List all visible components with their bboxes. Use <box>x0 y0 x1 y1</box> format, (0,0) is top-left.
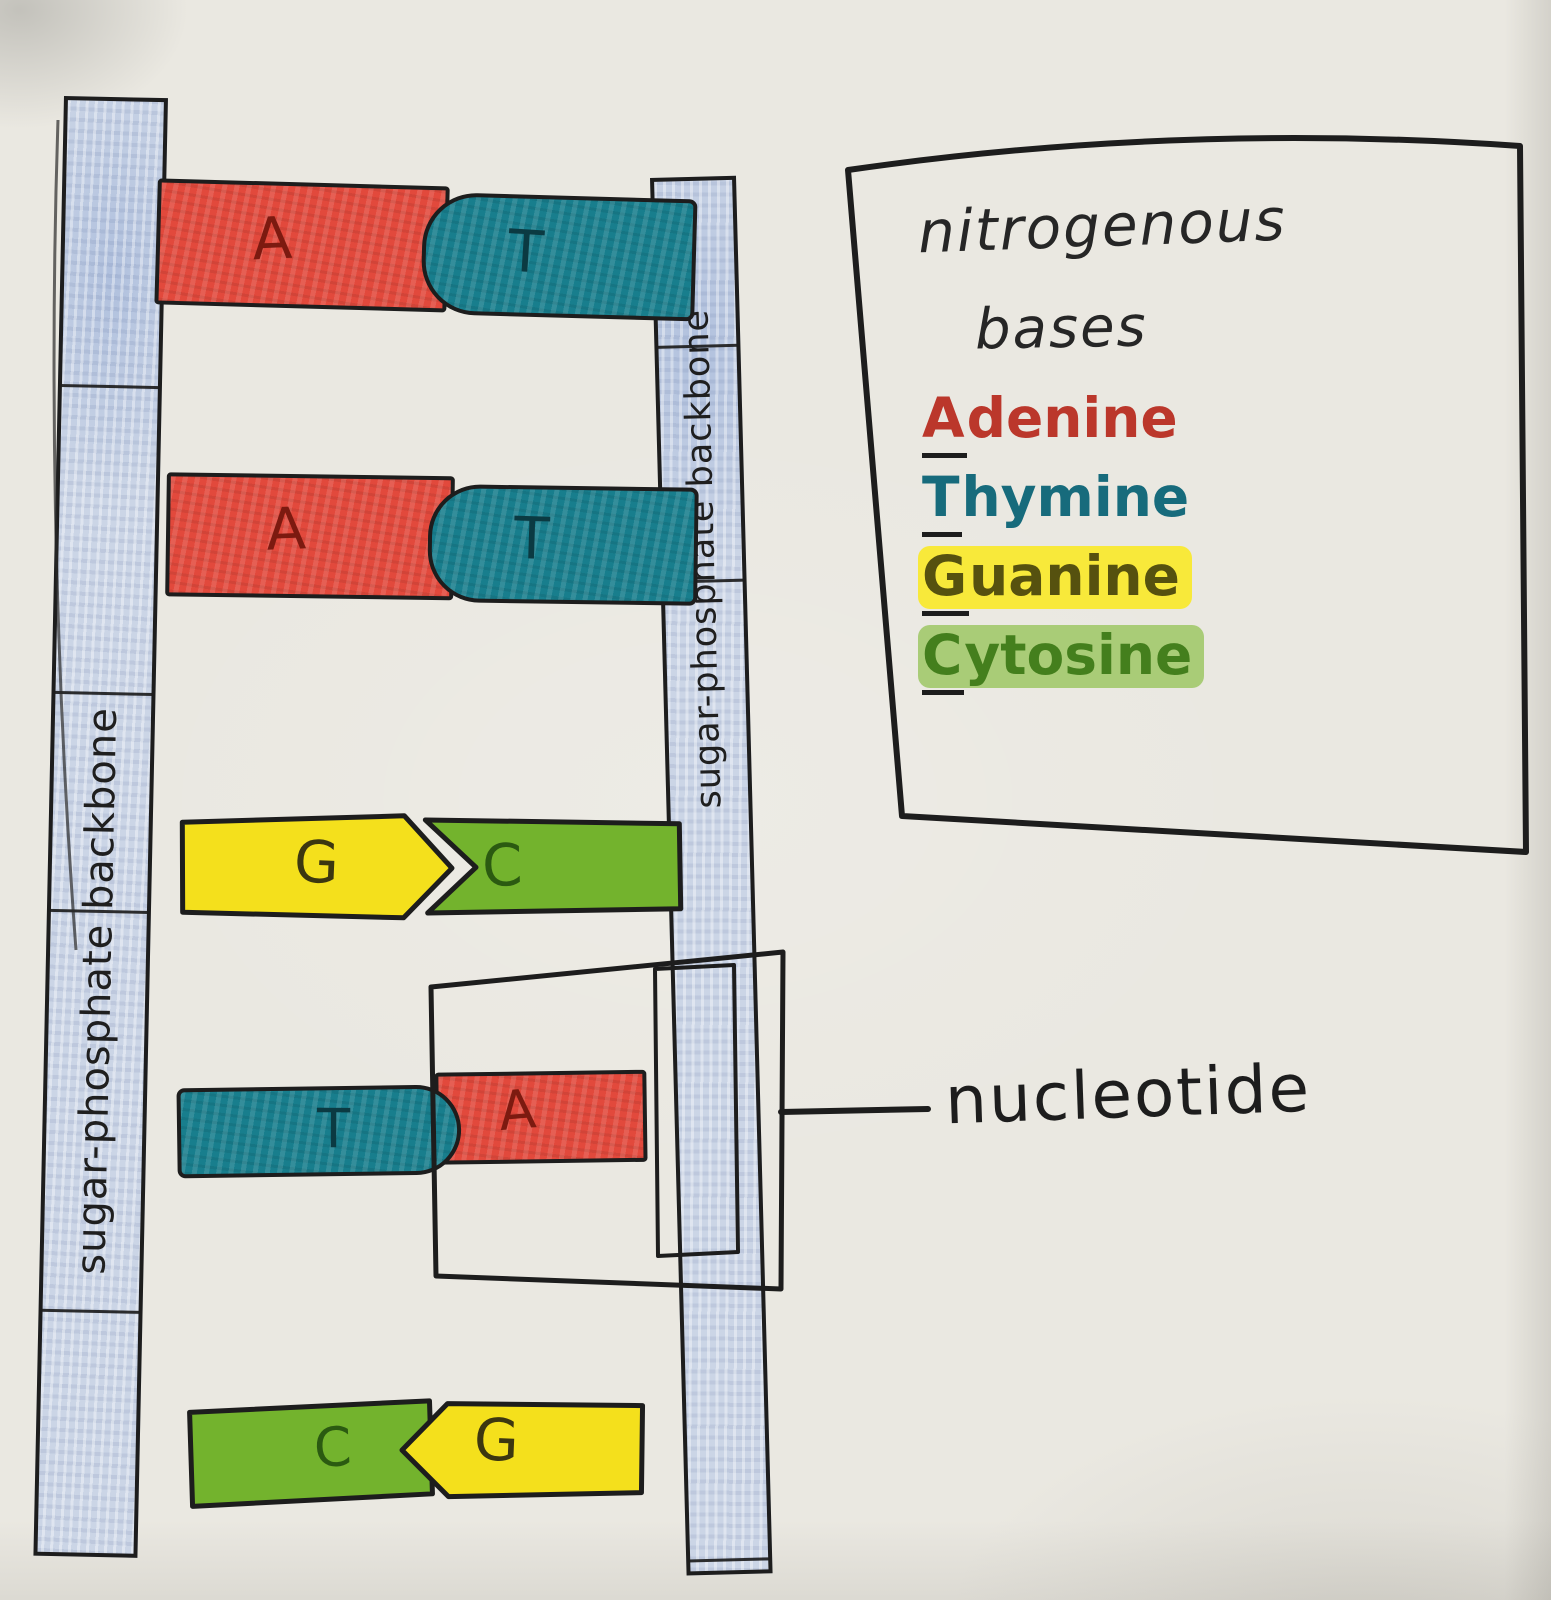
entry-initial: G <box>922 544 970 617</box>
nucleotide-leader-line <box>778 1106 931 1115</box>
entry-initial: T <box>922 465 962 538</box>
entry-initial: C <box>922 623 965 696</box>
backbone-sketch-line <box>52 119 78 951</box>
legend-entry-word: Cytosine <box>918 623 1205 696</box>
cg-pair-drawing <box>187 1398 646 1509</box>
legend-entry-word: Adenine <box>918 386 1190 459</box>
entry-rest: hymine <box>961 465 1190 530</box>
entry-rest: uanine <box>969 544 1180 609</box>
nucleotide-bracket-box <box>428 949 786 1292</box>
entry-rest: ytosine <box>964 623 1193 688</box>
base-pair-row-3: G C <box>176 806 689 928</box>
gc-pair-drawing <box>179 813 684 921</box>
nucleotide-inner-outline <box>653 963 740 1258</box>
cytosine-bar-shape <box>187 1398 435 1509</box>
legend-entry-word: Thymine <box>918 465 1201 538</box>
legend-entry-word: Guanine <box>918 544 1192 617</box>
entry-initial: A <box>922 386 967 459</box>
legend-entry-cytosine: Cytosine <box>918 617 1205 696</box>
cytosine-notch-shape <box>422 817 684 916</box>
guanine-arrow-shape <box>179 813 455 921</box>
legend-entries: Adenine Thymine Guanine Cytosine <box>918 380 1205 696</box>
guanine-arrow-shape <box>399 1401 646 1500</box>
legend-box-outline <box>845 135 1529 855</box>
legend-entry-thymine: Thymine <box>918 459 1204 538</box>
legend-entry-adenine: Adenine <box>918 380 1204 459</box>
entry-rest: denine <box>966 386 1178 451</box>
base-pair-row-5: C G <box>181 1390 647 1513</box>
legend-entry-guanine: Guanine <box>918 538 1204 617</box>
